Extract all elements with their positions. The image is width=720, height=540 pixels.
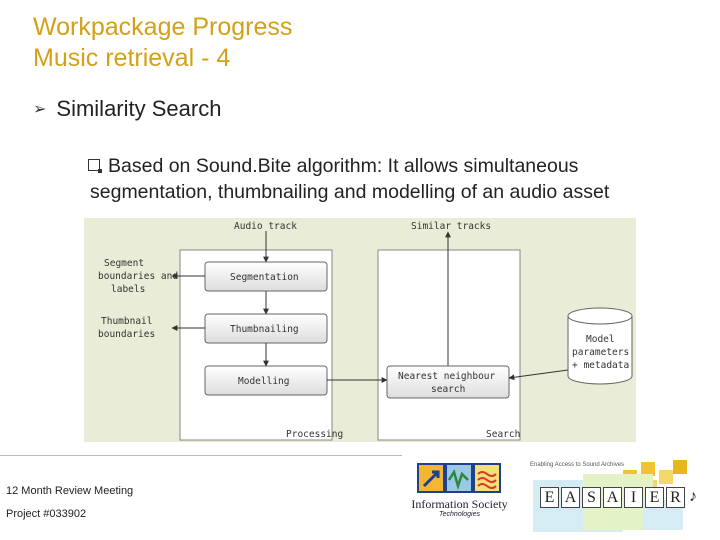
database-icon <box>567 307 633 385</box>
ist-logo <box>402 462 517 538</box>
processing-caption: Processing <box>286 429 343 440</box>
footer-project: Project #033902 <box>6 508 87 520</box>
ist-name: Information Society <box>411 497 508 511</box>
bullet-level-2-line-2: segmentation, thumbnailing and modelling… <box>90 181 610 203</box>
slide-title: Workpackage Progress Music retrieval - 4 <box>33 12 292 74</box>
square-bullet-icon <box>88 159 102 173</box>
easaier-letter: I <box>624 487 643 508</box>
easaier-letter: S <box>582 487 601 508</box>
database-to-search-arrow <box>508 369 569 381</box>
easaier-tagline: Enabling Access to Sound Archives <box>530 462 625 468</box>
bullet-level-1-text: Similarity Search <box>56 96 222 121</box>
segment-boundaries-label-1: Segment <box>104 258 144 269</box>
easaier-letter: E <box>540 487 559 508</box>
easaier-letter: E <box>645 487 664 508</box>
easaier-letter: R <box>666 487 685 508</box>
search-panel <box>377 249 521 441</box>
easaier-wordmark: E A S A I E R ♪ <box>540 487 699 508</box>
bullet-level-2-line-1: Based on Sound.Bite algorithm: It allows… <box>108 155 579 177</box>
search-caption: Search <box>486 429 520 440</box>
modelling-label: Modelling <box>238 376 289 387</box>
bullet-level-1: ➢ Similarity Search <box>33 96 221 122</box>
nearest-neighbour-label-1: Nearest neighbour <box>398 371 496 382</box>
audio-track-label: Audio track <box>234 221 297 232</box>
model-params-label-1: Model <box>586 334 615 345</box>
segment-boundaries-label-3: labels <box>111 284 145 295</box>
thumbnail-boundaries-label-1: Thumbnail <box>101 316 152 327</box>
footer-meeting: 12 Month Review Meeting <box>6 485 134 497</box>
algorithm-diagram: Audio track Similar tracks Segmentation … <box>84 218 636 442</box>
easaier-letter: A <box>561 487 580 508</box>
arrow-bullet-icon: ➢ <box>33 101 47 118</box>
title-line-1: Workpackage Progress <box>33 13 293 41</box>
model-params-label-3: + metadata <box>572 360 629 371</box>
footer-divider <box>0 455 402 456</box>
model-params-label-2: parameters <box>572 347 629 358</box>
thumbnail-boundaries-label-2: boundaries <box>98 329 155 340</box>
segment-boundaries-label-2: boundaries and <box>98 271 178 282</box>
easaier-letter: A <box>603 487 622 508</box>
music-note-icon: ♪ <box>689 488 697 505</box>
nearest-neighbour-label-2: search <box>431 384 465 395</box>
bullet-level-2: Based on Sound.Bite algorithm: It allows… <box>88 153 708 205</box>
ist-subname: Technologies <box>439 511 480 518</box>
similar-tracks-label: Similar tracks <box>411 221 491 232</box>
segmentation-label: Segmentation <box>230 272 299 283</box>
title-line-2: Music retrieval - 4 <box>33 44 231 72</box>
thumbnailing-label: Thumbnailing <box>230 324 299 335</box>
